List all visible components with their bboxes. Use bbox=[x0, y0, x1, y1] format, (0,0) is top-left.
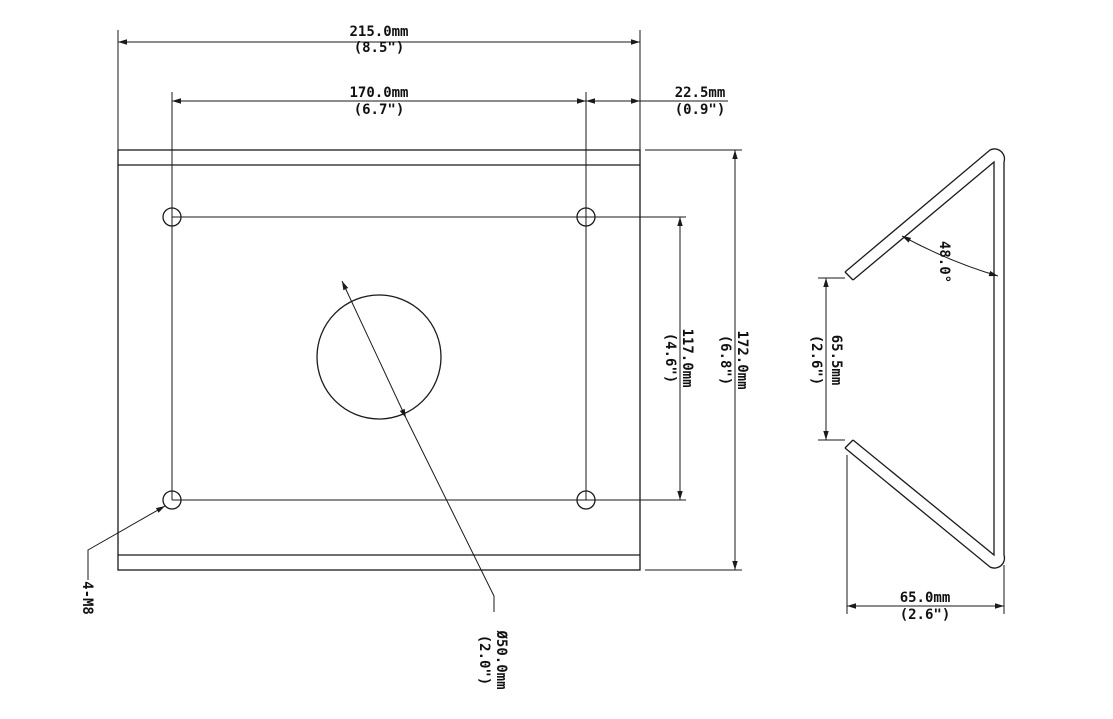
mounting-hole-bottom-right bbox=[576, 490, 596, 510]
angle-dimension-arc bbox=[901, 235, 999, 277]
gap-metric: 65.5mm bbox=[828, 335, 844, 386]
overall-width-metric: 215.0mm bbox=[349, 24, 408, 40]
mounting-holes-label: 4-M8 bbox=[79, 581, 95, 615]
mounting-hole-top-right bbox=[576, 207, 596, 227]
bracket-profile-inner bbox=[852, 160, 995, 557]
mounting-holes-leader bbox=[87, 505, 166, 580]
edge-offset-metric: 22.5mm bbox=[675, 85, 726, 101]
depth-imperial: (2.6") bbox=[900, 607, 951, 623]
center-hole-diameter-metric: Ø50.0mm bbox=[493, 629, 509, 689]
center-hole bbox=[316, 294, 442, 420]
overall-height-metric: 172.0mm bbox=[734, 330, 750, 389]
plate-outline bbox=[117, 149, 641, 571]
side-view: 48.0° 65.5mm (2.6") 65.0mm (2.6") bbox=[808, 148, 1006, 623]
hole-spacing-height-metric: 117.0mm bbox=[679, 328, 695, 387]
gap-imperial: (2.6") bbox=[808, 335, 824, 386]
hole-spacing-height-imperial: (4.6") bbox=[662, 333, 678, 384]
angle-label: 48.0° bbox=[936, 241, 952, 283]
overall-height-imperial: (6.8") bbox=[717, 335, 733, 386]
front-view: 215.0mm (8.5") 170.0mm (6.7") 22.5mm (0.… bbox=[79, 24, 750, 690]
bracket-profile-outer bbox=[844, 148, 1006, 569]
hole-spacing-width-imperial: (6.7") bbox=[354, 102, 405, 118]
mounting-hole-top-left bbox=[162, 207, 182, 227]
hole-spacing-width-metric: 170.0mm bbox=[349, 85, 408, 101]
center-hole-diameter-leader bbox=[405, 417, 495, 612]
mounting-hole-bottom-left bbox=[162, 490, 182, 510]
center-hole-diameter-imperial: (2.0") bbox=[476, 635, 492, 686]
edge-offset-imperial: (0.9") bbox=[675, 102, 726, 118]
center-hole-diameter-leader-upper bbox=[341, 280, 407, 419]
depth-metric: 65.0mm bbox=[900, 590, 951, 606]
overall-width-imperial: (8.5") bbox=[354, 40, 405, 56]
